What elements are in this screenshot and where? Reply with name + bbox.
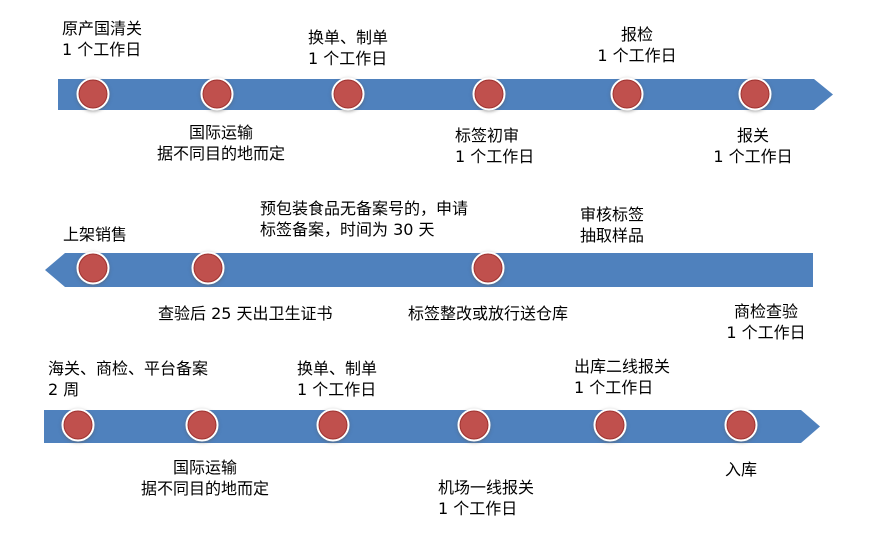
label-line: 1 个工作日 — [597, 46, 677, 65]
milestone-dot — [472, 77, 506, 111]
label-line: 1 个工作日 — [62, 40, 142, 59]
stage-label-above: 原产国清关 1 个工作日 — [62, 18, 142, 60]
milestone-dot — [191, 251, 225, 285]
stage-label-above: 报检 1 个工作日 — [597, 24, 676, 66]
label-line: 查验后 25 天出卫生证书 — [158, 304, 333, 323]
label-line: 换单、制单 — [297, 359, 378, 378]
label-line: 1 个工作日 — [297, 380, 377, 399]
label-line: 1 个工作日 — [438, 499, 518, 518]
label-line: 预包装食品无备案号的，申请 — [260, 199, 469, 218]
milestone-dot — [316, 408, 350, 442]
timeline-row3-arrow — [44, 410, 820, 443]
label-line: 1 个工作日 — [455, 147, 535, 166]
milestone-dot — [76, 77, 110, 111]
milestone-dot — [61, 408, 95, 442]
stage-label-below: 标签初审 1 个工作日 — [455, 125, 534, 167]
label-line: 报关 — [736, 126, 769, 145]
label-line: 据不同目的地而定 — [140, 479, 270, 498]
stage-label-below: 国际运输 据不同目的地而定 — [141, 457, 269, 499]
stage-label-below: 报关 1 个工作日 — [713, 125, 792, 167]
milestone-dot — [457, 408, 491, 442]
stage-label-above: 换单、制单 1 个工作日 — [297, 358, 377, 400]
milestone-dot — [76, 251, 110, 285]
stage-label-below: 查验后 25 天出卫生证书 — [158, 303, 333, 324]
timeline-row2-arrow — [45, 253, 813, 287]
label-line: 1 个工作日 — [726, 323, 806, 342]
label-line: 2 周 — [48, 380, 80, 399]
label-line: 国际运输 — [188, 123, 254, 142]
label-line: 商检查验 — [733, 302, 798, 321]
label-line: 换单、制单 — [308, 28, 389, 47]
milestone-dot — [185, 408, 219, 442]
label-line: 海关、商检、平台备案 — [48, 359, 209, 378]
label-line: 审核标签 — [580, 205, 645, 224]
stage-label-below: 商检查验 1 个工作日 — [726, 301, 805, 343]
timeline-row1-arrow — [58, 79, 833, 110]
stage-label-above: 上架销售 — [63, 224, 127, 245]
label-line: 标签整改或放行送仓库 — [408, 304, 569, 323]
label-line: 国际运输 — [172, 458, 238, 477]
stage-label-below: 国际运输 据不同目的地而定 — [157, 122, 285, 164]
milestone-dot — [200, 77, 234, 111]
label-line: 据不同目的地而定 — [156, 144, 286, 163]
stage-label-above: 审核标签 抽取样品 — [580, 204, 644, 246]
label-line: 出库二线报关 — [574, 357, 671, 376]
label-line: 1 个工作日 — [713, 147, 793, 166]
label-line: 入库 — [725, 460, 758, 479]
milestone-dot — [724, 408, 758, 442]
label-line: 抽取样品 — [580, 226, 645, 245]
stage-label-below: 入库 — [725, 459, 757, 480]
label-line: 机场一线报关 — [438, 478, 535, 497]
label-line: 标签初审 — [455, 126, 520, 145]
stage-label-below: 标签整改或放行送仓库 — [408, 303, 568, 324]
label-line: 1 个工作日 — [574, 378, 654, 397]
label-line: 标签备案，时间为 30 天 — [260, 220, 435, 239]
label-line: 报检 — [620, 25, 653, 44]
label-line: 上架销售 — [63, 225, 128, 244]
stage-label-above: 换单、制单 1 个工作日 — [308, 27, 388, 69]
milestone-dot — [471, 251, 505, 285]
milestone-dot — [610, 77, 644, 111]
label-line: 原产国清关 — [62, 19, 143, 38]
stage-label-below: 机场一线报关 1 个工作日 — [438, 477, 534, 519]
milestone-dot — [738, 77, 772, 111]
stage-label-above: 预包装食品无备案号的，申请 标签备案，时间为 30 天 — [260, 198, 468, 240]
milestone-dot — [331, 77, 365, 111]
label-line: 1 个工作日 — [308, 49, 388, 68]
milestone-dot — [593, 408, 627, 442]
stage-label-above: 海关、商检、平台备案 2 周 — [48, 358, 208, 400]
stage-label-above: 出库二线报关 1 个工作日 — [574, 356, 670, 398]
